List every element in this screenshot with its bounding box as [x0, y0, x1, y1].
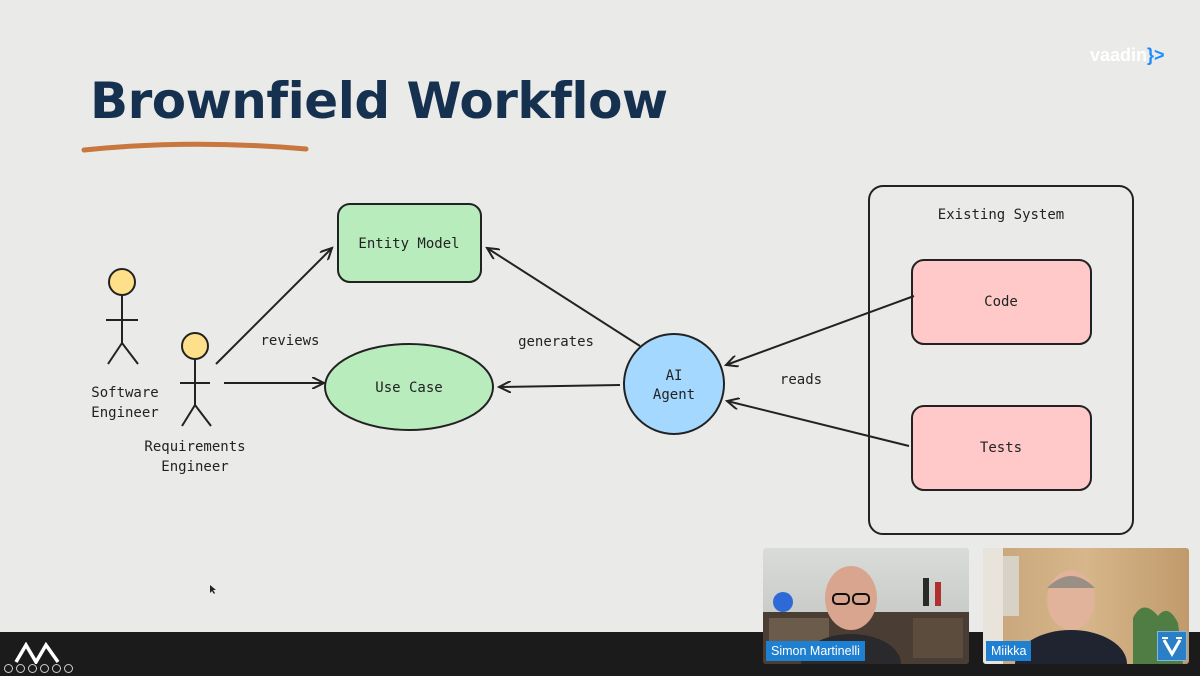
software-engineer-label-1: Software	[91, 385, 158, 401]
edge-code-to-agent	[726, 295, 915, 365]
mouse-cursor-icon	[210, 585, 216, 594]
software-engineer-label-2: Engineer	[91, 405, 158, 421]
ai-agent-label-1: AI	[666, 368, 683, 384]
player-controls[interactable]	[4, 664, 73, 673]
requirements-engineer-label-1: Requirements	[144, 439, 245, 455]
code-node	[911, 259, 1092, 345]
use-case-label: Use Case	[375, 380, 442, 396]
reviews-label: reviews	[260, 333, 319, 349]
ai-agent-node	[623, 333, 725, 435]
ai-agent-label-2: Agent	[653, 387, 695, 403]
brand-name: vaadin	[1090, 45, 1148, 65]
participant-name-tag: Simon Martinelli	[766, 641, 865, 661]
code-label: Code	[984, 294, 1018, 310]
brand-mark: }>	[1147, 45, 1165, 65]
edge-requirements-to-entity-model	[215, 248, 332, 365]
tests-label: Tests	[980, 440, 1022, 456]
presenter-logo-icon	[14, 642, 60, 664]
requirements-engineer-actor	[180, 332, 212, 427]
edge-tests-to-agent	[727, 401, 910, 447]
software-engineer-actor	[106, 268, 139, 365]
entity-model-node	[337, 203, 482, 283]
menu-icon[interactable]	[40, 664, 49, 673]
video-tile-1: Simon Martinelli	[763, 548, 969, 664]
entity-model-label: Entity Model	[358, 236, 459, 252]
zoom-icon[interactable]	[28, 664, 37, 673]
more-icon[interactable]	[52, 664, 61, 673]
slide-title: Brownfield Workflow	[90, 72, 668, 130]
existing-system-label: Existing System	[938, 207, 1064, 223]
vaadin-v-icon[interactable]	[1157, 631, 1187, 661]
participant-name-tag: Miikka	[986, 641, 1032, 661]
vaadin-logo: vaadin}>	[1090, 45, 1165, 66]
workflow-diagram: Software Engineer Requirements Engineer …	[81, 141, 1134, 535]
edge-agent-to-entity-model	[487, 248, 641, 347]
reads-label: reads	[780, 372, 822, 388]
existing-system-frame	[868, 185, 1134, 535]
next-icon[interactable]	[64, 664, 73, 673]
edge-agent-to-use-case	[499, 385, 621, 387]
requirements-engineer-label-2: Engineer	[161, 459, 228, 475]
title-underline	[81, 141, 309, 153]
tests-node	[911, 405, 1092, 491]
draw-icon[interactable]	[16, 664, 25, 673]
prev-icon[interactable]	[4, 664, 13, 673]
generates-label: generates	[518, 334, 594, 350]
video-tile-2: Miikka	[983, 548, 1189, 664]
